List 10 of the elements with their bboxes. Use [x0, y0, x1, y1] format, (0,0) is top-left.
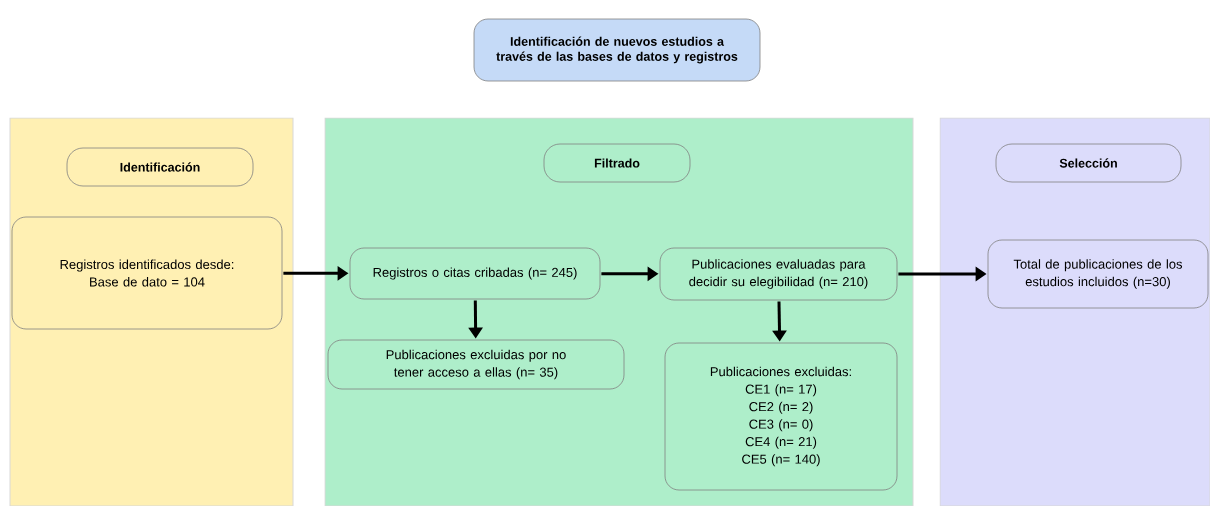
process-box: Registros o citas cribadas (n= 245) — [349, 247, 601, 300]
stage-heading: Identificación — [66, 147, 254, 187]
stage-heading: Filtrado — [543, 143, 691, 183]
title-box: Identificación de nuevos estudios a través de las bases de datos y registros — [473, 18, 761, 82]
process-box: Publicaciones evaluadas para decidir su elegibilidad (n= 210) — [659, 247, 898, 301]
stage-heading: Selección — [995, 143, 1182, 183]
process-box: Registros identificados desde: Base de dato = 104 — [11, 216, 283, 330]
process-box: Publicaciones excluidas por no tener acceso a ellas (n= 35) — [327, 339, 625, 390]
process-box: Total de publicaciones de los estudios incluidos (n=30) — [987, 239, 1209, 309]
process-box: Publicaciones excluidas: CE1 (n= 17) CE2 (n= 2) CE3 (n= 0) CE4 (n= 21) CE5 (n= 140) — [664, 342, 898, 491]
